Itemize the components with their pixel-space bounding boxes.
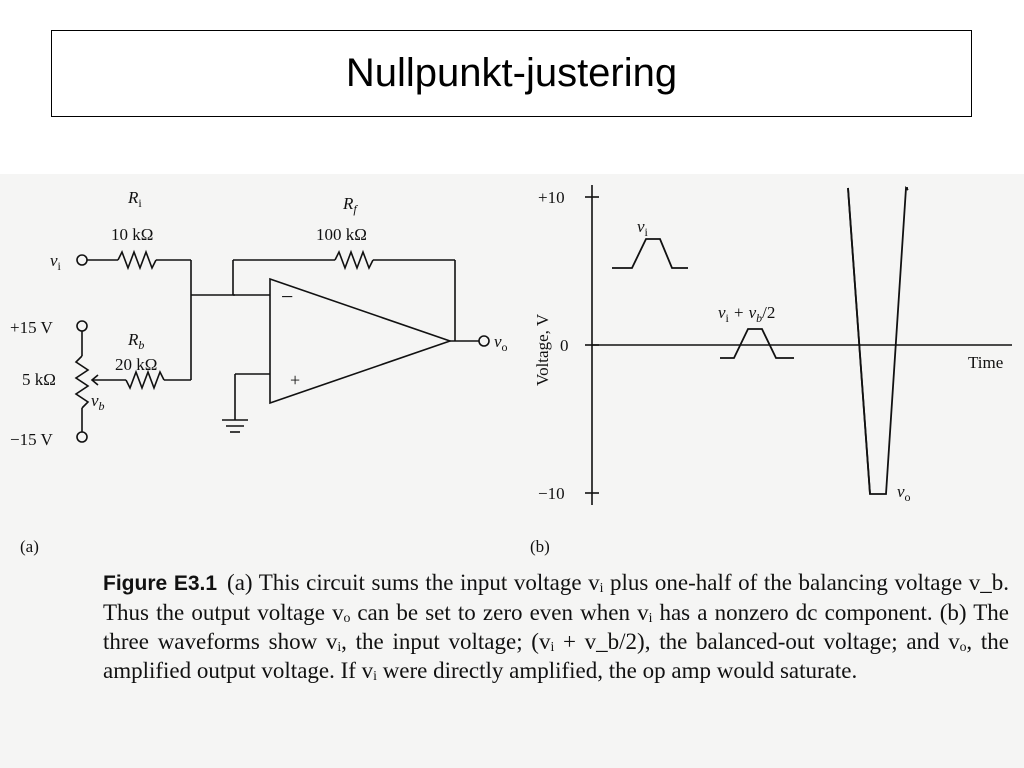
rb-value: 20 kΩ xyxy=(115,355,157,374)
slide-title: Nullpunkt-justering xyxy=(345,51,678,95)
waveforms xyxy=(612,185,909,495)
wave-sum-label: vi+ vb/2 xyxy=(718,303,775,325)
pot-value: 5 kΩ xyxy=(22,370,56,389)
ri-name: Ri xyxy=(127,188,142,210)
potentiometer xyxy=(74,355,90,409)
ytick-zero: 0 xyxy=(560,336,569,355)
op-amp-triangle xyxy=(269,277,453,405)
resistor-rb xyxy=(125,369,165,391)
caption-text: (a) This circuit sums the input voltage … xyxy=(103,570,1009,683)
wave-vi xyxy=(612,238,688,269)
panel-a-label: (a) xyxy=(20,537,39,556)
ri-value: 10 kΩ xyxy=(111,225,153,244)
plot-axes xyxy=(585,185,1012,505)
ytick-bottom: −10 xyxy=(538,484,565,503)
rf-value: 100 kΩ xyxy=(316,225,367,244)
vb-label: vb xyxy=(91,391,105,413)
circuit-labels: vi Ri 10 kΩ Rf 100 kΩ Rb 20 kΩ +15 V 5 k… xyxy=(10,188,508,556)
vneg-terminal xyxy=(76,431,88,443)
panel-b-label: (b) xyxy=(530,537,550,556)
title-frame: Nullpunkt-justering xyxy=(51,30,972,117)
resistor-rf xyxy=(334,249,374,271)
rf-name: Rf xyxy=(342,194,358,216)
rb-name: Rb xyxy=(127,330,144,352)
op-amp-plus: + xyxy=(290,370,300,390)
vneg-label: −15 V xyxy=(10,430,54,449)
vo-terminal xyxy=(478,335,490,347)
wave-vo xyxy=(847,185,909,495)
wave-vi-plus-vb-half xyxy=(720,328,794,359)
vo-label: vo xyxy=(494,332,508,354)
vpos-terminal xyxy=(76,320,88,332)
plot-labels: +10 0 −10 Voltage, V Time vi vi+ vb/2 vo… xyxy=(530,188,1003,556)
vpos-label: +15 V xyxy=(10,318,54,337)
x-axis-label: Time xyxy=(968,353,1003,372)
resistor-ri xyxy=(117,249,157,271)
wave-vi-label: vi xyxy=(637,217,649,239)
figure-caption: Figure E3.1(a) This circuit sums the inp… xyxy=(103,568,1009,685)
op-amp-minus: − xyxy=(281,284,293,309)
y-axis-label: Voltage, V xyxy=(533,313,552,386)
vi-terminal xyxy=(76,254,88,266)
ytick-top: +10 xyxy=(538,188,565,207)
wave-vo-label: vo xyxy=(897,482,911,504)
circuit-wiring xyxy=(74,249,490,443)
vi-label: vi xyxy=(50,251,62,273)
figure-label: Figure E3.1 xyxy=(103,572,218,595)
